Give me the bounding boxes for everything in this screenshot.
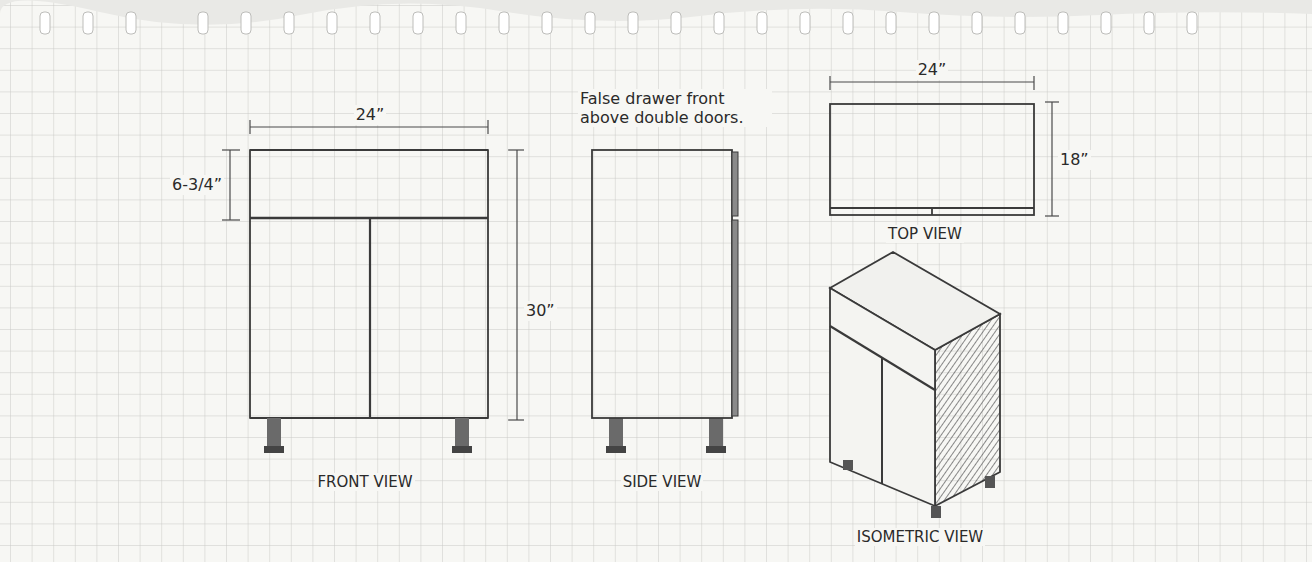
view-title: FRONT VIEW bbox=[315, 473, 414, 491]
dimension-text: 24” bbox=[354, 105, 387, 124]
isometric-view bbox=[830, 252, 1000, 518]
top-view bbox=[830, 104, 1034, 215]
dimension-text: 6-3/4” bbox=[170, 175, 224, 194]
view-title: SIDE VIEW bbox=[621, 473, 704, 491]
torn-edge bbox=[0, 0, 1312, 34]
view-title: TOP VIEW bbox=[886, 225, 964, 243]
dimension-text: 24” bbox=[916, 60, 949, 79]
note-text: False drawer front above double doors. bbox=[578, 89, 772, 127]
front-view bbox=[250, 150, 488, 418]
leveling-feet bbox=[264, 418, 726, 453]
view-title: ISOMETRIC VIEW bbox=[855, 528, 985, 546]
dimension-text: 30” bbox=[524, 301, 557, 320]
side-view bbox=[592, 150, 738, 418]
dimension-text: 18” bbox=[1058, 150, 1091, 169]
